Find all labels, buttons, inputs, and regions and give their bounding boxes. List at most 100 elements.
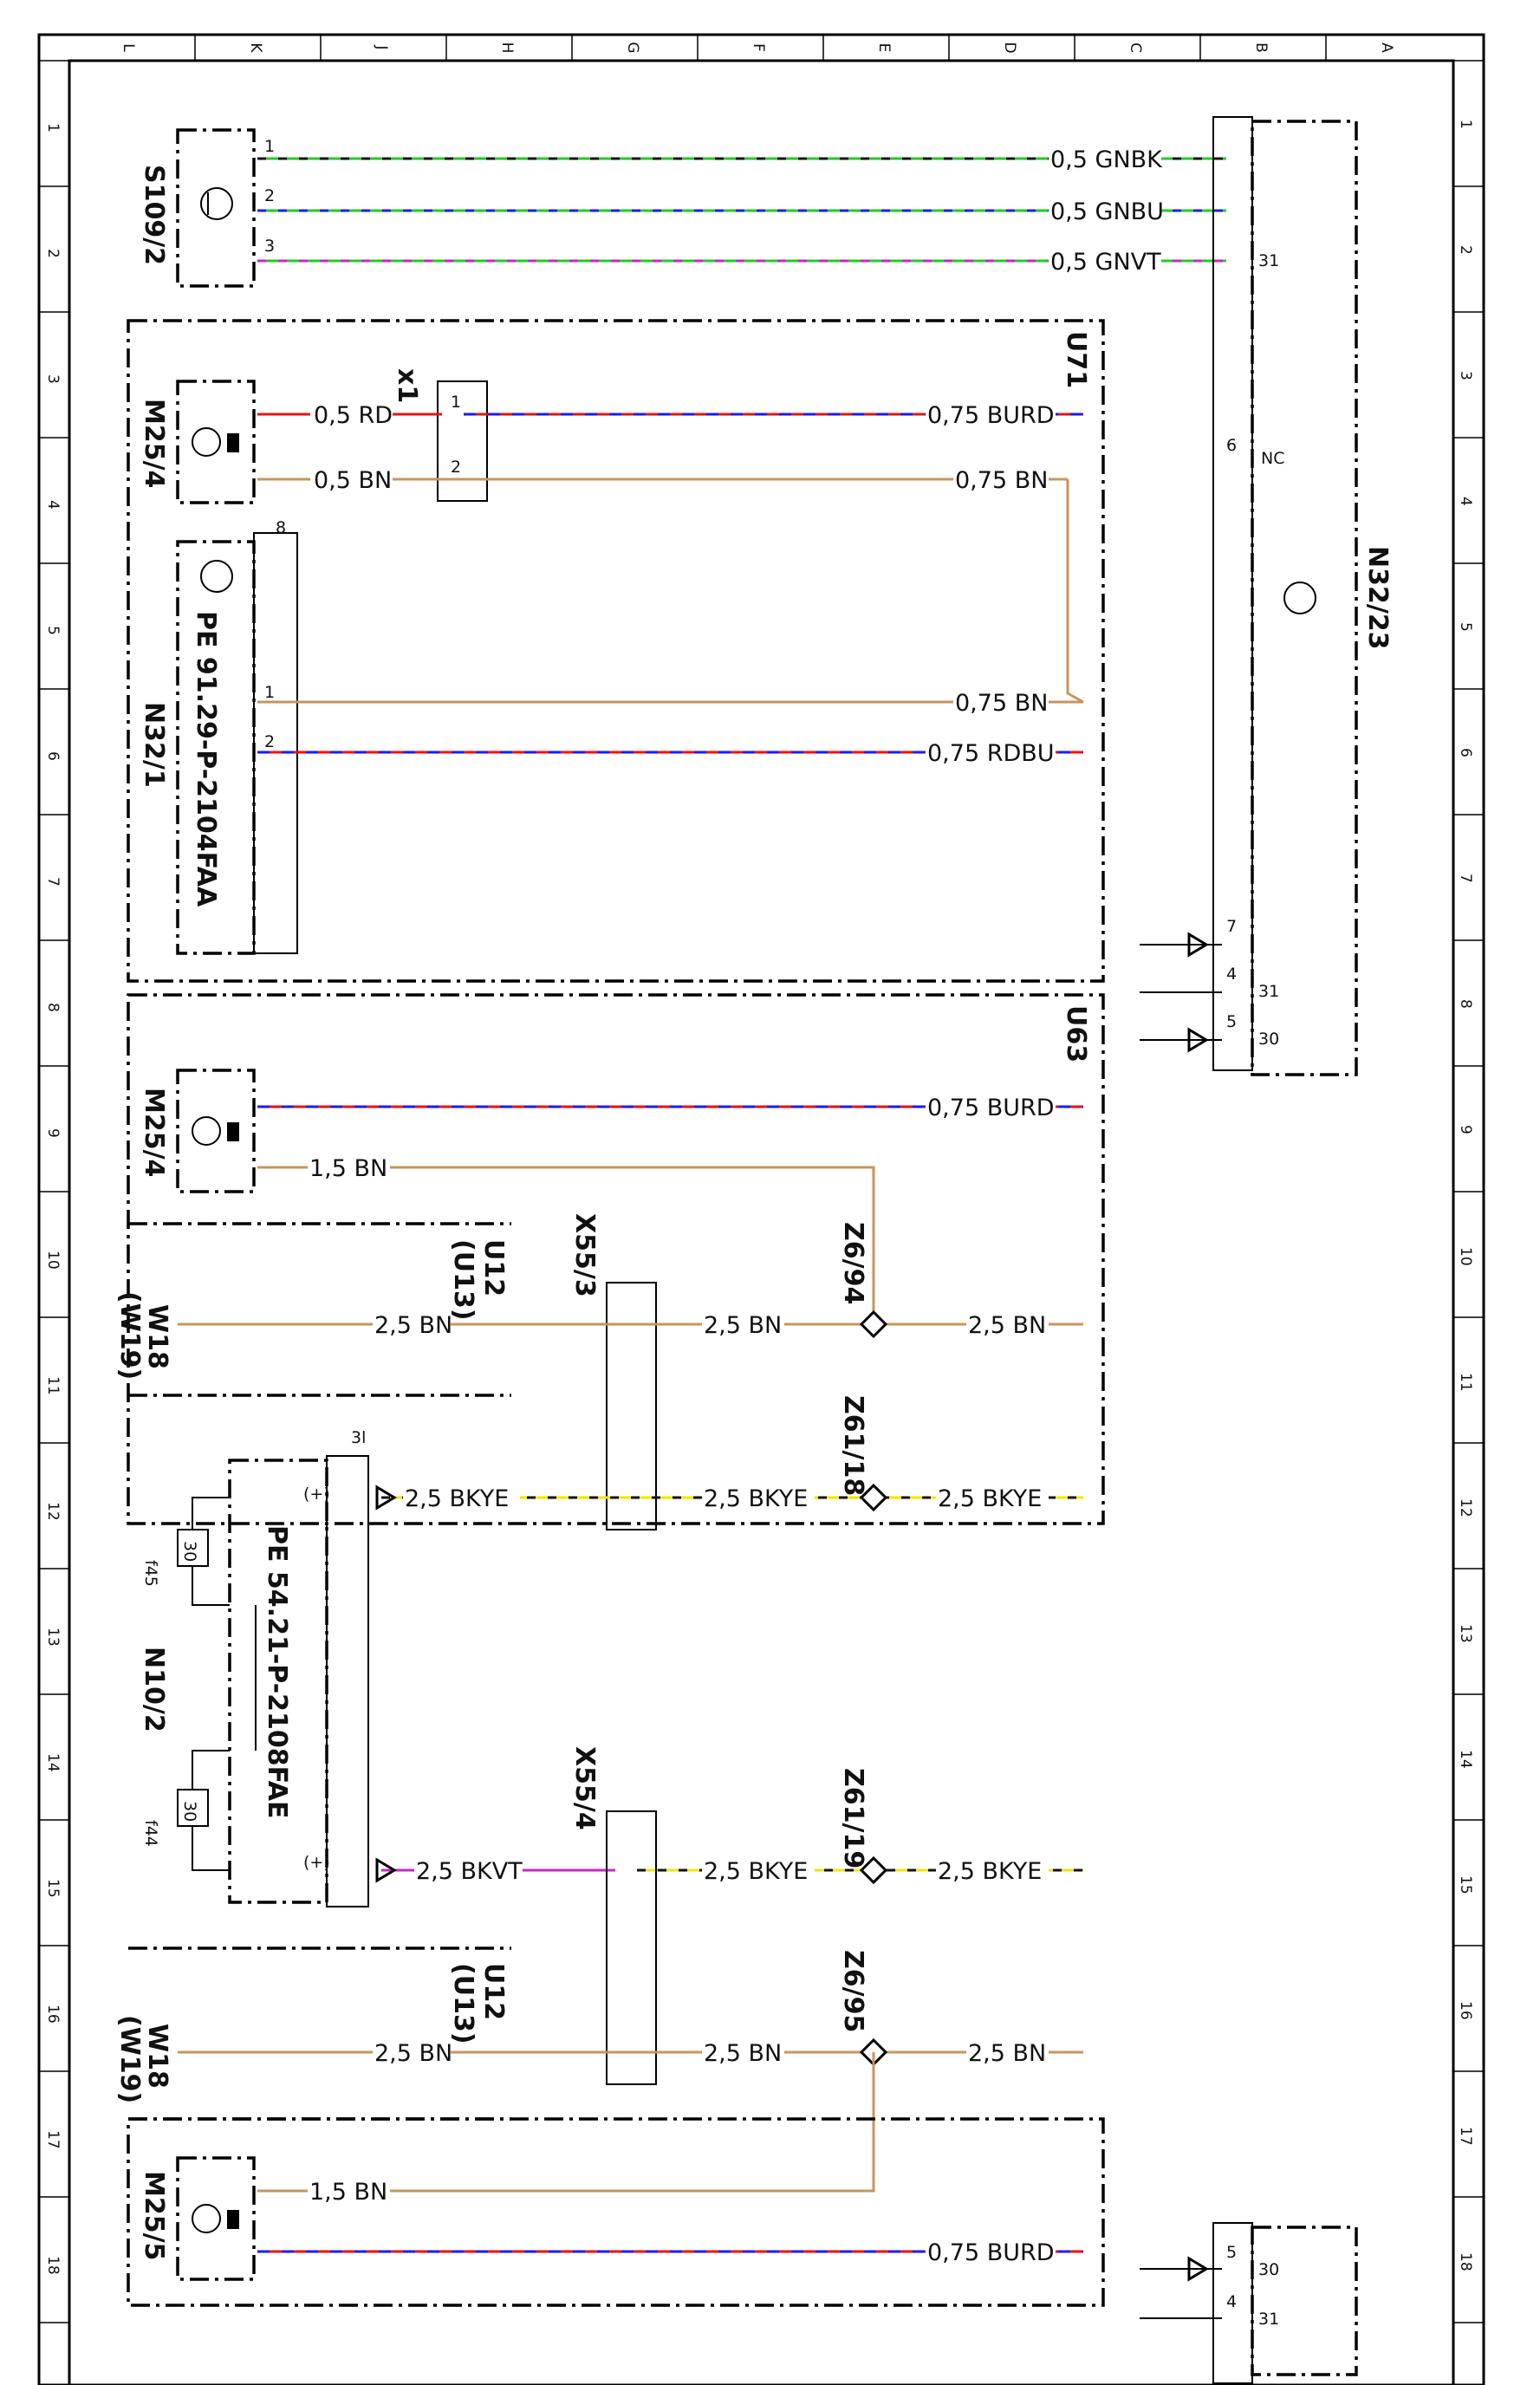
column-label: B <box>1252 42 1270 53</box>
x1-label: x1 <box>392 368 422 403</box>
row-label: 4 <box>1457 497 1474 506</box>
wire-label-bn: 2,5 BN <box>968 2040 1046 2067</box>
wire-label-bn: 0,5 BN <box>314 467 392 494</box>
row-label: 1 <box>44 123 62 133</box>
wire-label-bn: 0,75 BN <box>955 690 1048 717</box>
u71-region <box>127 319 1105 983</box>
pin-6: 6 <box>1226 436 1237 455</box>
n32-1-ref-label: PE 91.29-P-2104FAA <box>191 611 221 907</box>
f45-label: f45 <box>141 1560 160 1587</box>
z6-95-label: Z6/95 <box>838 1950 868 2032</box>
w19-top-label: (W19) <box>114 1291 145 1380</box>
wire-label-bkye: 2,5 BKYE <box>938 1858 1042 1885</box>
row-label: 5 <box>1457 622 1474 632</box>
wire-label-gnvt: 0,5 GNVT <box>1050 249 1161 276</box>
u13-bot-label: (U13) <box>448 1963 478 2044</box>
motor-icon <box>192 2204 221 2233</box>
arrow-icon <box>1187 2256 1209 2282</box>
m25-4-mid-label: M25/4 <box>139 1088 169 1177</box>
row-label: 7 <box>44 877 62 887</box>
row-label: 8 <box>44 1003 62 1012</box>
row-label: 15 <box>1457 1875 1474 1894</box>
wire-label-bn: 2,5 BN <box>374 2040 452 2067</box>
pin-3l: 3l <box>351 1428 366 1447</box>
u63-label: U63 <box>1061 1005 1091 1063</box>
fuse-f45-rating: 30 <box>180 1541 199 1562</box>
svg-text:2: 2 <box>264 186 275 205</box>
n10-2-ref-label: PE 54.21-P-2108FAE <box>262 1525 292 1818</box>
column-label: K <box>247 42 264 53</box>
column-label: D <box>1001 42 1018 53</box>
row-label: 18 <box>44 2256 62 2275</box>
row-label: 12 <box>44 1502 62 1521</box>
row-label: 9 <box>44 1128 62 1138</box>
arrow-icon <box>1187 1027 1209 1053</box>
wire-label-bn: 2,5 BN <box>968 1312 1046 1339</box>
s109-2-box <box>176 128 256 288</box>
x55-4-connector <box>606 1810 657 2085</box>
m25-4-top-label: M25/4 <box>139 399 169 488</box>
inner-frame <box>68 59 1455 2385</box>
row-grid <box>39 185 1484 2323</box>
wire-bn-15-a <box>257 1166 875 1324</box>
row-label: 6 <box>44 751 62 761</box>
row-label: 14 <box>44 1753 62 1772</box>
u71-label: U71 <box>1061 331 1091 388</box>
row-label: 15 <box>44 1879 62 1898</box>
f44-label: f44 <box>141 1820 160 1847</box>
m25-5-box <box>176 2156 256 2281</box>
z61-18-label: Z61/18 <box>838 1395 868 1496</box>
motor-block-icon <box>227 1122 239 1141</box>
terminal-31: 31 <box>1258 2310 1279 2329</box>
n32-23-connector <box>1212 116 1253 1071</box>
m25-5-label: M25/5 <box>139 2171 169 2260</box>
column-label: F <box>750 43 767 52</box>
row-label: 2 <box>44 249 62 258</box>
row-label: 17 <box>44 2130 62 2149</box>
pin-2: 2 <box>451 458 461 477</box>
terminal-31: 31 <box>1258 982 1279 1001</box>
row-labels: 1 2 3 4 5 6 7 8 9 10 11 12 13 14 15 16 1… <box>44 120 1474 2275</box>
n10-2-connector <box>326 1455 369 1907</box>
wire-label-gnbk: 0,5 GNBK <box>1050 146 1163 173</box>
wire-label-bn: 2,5 BN <box>704 2040 782 2067</box>
w18-bot-label: W18 <box>142 2024 172 2089</box>
wire-label-bn: 2,5 BN <box>704 1312 782 1339</box>
row-label: 3 <box>1457 371 1474 380</box>
column-grid: L K J H G F E D C B A <box>120 35 1395 61</box>
m25-4-mid-box <box>176 1069 256 1193</box>
pin-4: 4 <box>1226 2292 1237 2311</box>
arrow-icon <box>375 1485 397 1511</box>
row-label: 11 <box>1457 1373 1474 1392</box>
n10-2-label: N10/2 <box>139 1647 169 1732</box>
row-label: 10 <box>44 1251 62 1270</box>
splice-z61-19-icon <box>859 1855 888 1885</box>
column-label: G <box>624 42 641 53</box>
fuse-f45-lead <box>192 1497 230 1530</box>
wire-label-bkye: 2,5 BKYE <box>405 1485 509 1512</box>
wire-label-rdbu: 0,75 RDBU <box>927 740 1055 767</box>
terminal-31: 31 <box>1258 251 1279 270</box>
row-label: 1 <box>1457 120 1474 129</box>
n32-23-lower-connector <box>1212 2222 1253 2384</box>
wire-label-rd: 0,5 RD <box>314 402 393 429</box>
wire-label-bn: 1,5 BN <box>309 2179 387 2206</box>
pin-1: 1 <box>264 683 275 702</box>
svg-text:3: 3 <box>264 237 275 256</box>
fuse-f45-lead <box>192 1566 230 1606</box>
wire-label-bn: 1,5 BN <box>309 1155 387 1182</box>
u13-top-label: (U13) <box>448 1239 478 1321</box>
s109-2-label: S109/2 <box>139 165 169 265</box>
wire-label-bkye: 2,5 BKYE <box>704 1485 808 1512</box>
w18-top-label: W18 <box>142 1304 172 1369</box>
row-label: 9 <box>1457 1125 1474 1134</box>
fuse-f44-lead <box>192 1826 230 1871</box>
terminal-30: 30 <box>1258 1030 1279 1049</box>
n32-23-lower-box <box>1251 2226 1358 2376</box>
wire-label-bkye: 2,5 BKYE <box>704 1858 808 1885</box>
column-label: J <box>373 44 390 49</box>
column-label: E <box>875 43 893 53</box>
terminal-nc: NC <box>1261 449 1284 468</box>
pin-2: 2 <box>264 732 275 751</box>
wire-label-bn: 0,75 BN <box>955 467 1048 494</box>
